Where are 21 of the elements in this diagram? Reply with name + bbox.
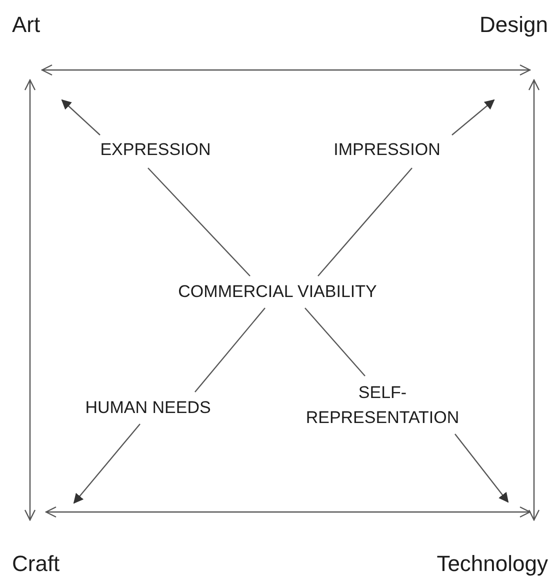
connector-line: [318, 168, 412, 276]
connector-line: [194, 308, 266, 392]
node-label: COMMERCIAL VIABILITY: [178, 281, 377, 304]
node-label: IMPRESSION: [334, 139, 440, 162]
arrow: [452, 99, 495, 136]
node-label: SELF- REPRESENTATION: [304, 382, 460, 429]
arrow: [61, 99, 100, 136]
arrow: [24, 79, 36, 521]
arrow: [528, 79, 540, 521]
node-label: EXPRESSION: [100, 139, 211, 162]
node-label: Design: [480, 11, 548, 39]
arrow: [73, 424, 140, 504]
arrow: [454, 434, 509, 503]
node-label: Craft: [12, 550, 60, 578]
node-label: Technology: [436, 550, 548, 578]
connector-line: [148, 168, 250, 276]
node-label: Art: [12, 11, 40, 39]
arrow: [45, 506, 531, 518]
node-label: HUMAN NEEDS: [85, 397, 211, 420]
arrow: [41, 64, 531, 76]
connector-line: [304, 308, 366, 376]
